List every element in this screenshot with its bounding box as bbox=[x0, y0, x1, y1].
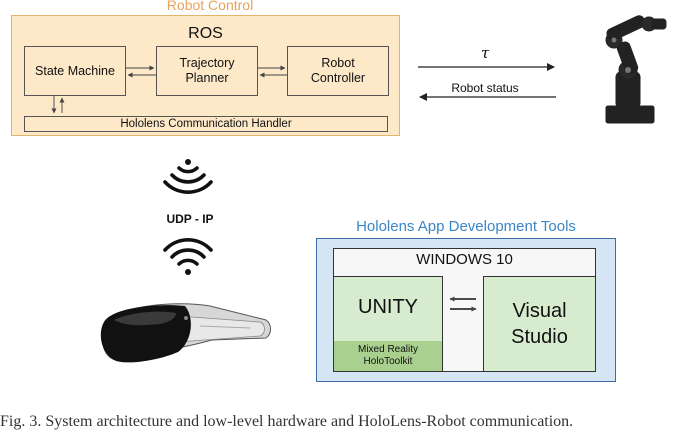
tau-label: τ bbox=[480, 44, 490, 62]
ros-title: ROS bbox=[188, 25, 223, 42]
state-machine-box: State Machine bbox=[24, 46, 126, 96]
unity-label: UNITY bbox=[358, 296, 418, 318]
trajectory-planner-box: Trajectory Planner bbox=[156, 46, 258, 96]
robot-link-arrows bbox=[418, 63, 556, 101]
dev-tools-title: Hololens App Development Tools bbox=[356, 218, 576, 235]
robot-arm-icon bbox=[605, 15, 667, 124]
robot-control-title: Robot Control bbox=[166, 0, 254, 13]
wifi-signal-icon-top bbox=[163, 159, 213, 195]
communication-handler-box: Hololens Communication Handler bbox=[24, 116, 388, 132]
unity-vs-arrows bbox=[449, 296, 477, 312]
visual-studio-box: Visual Studio bbox=[483, 276, 596, 372]
ros-internal-arrows bbox=[51, 65, 287, 114]
robot-controller-box: Robot Controller bbox=[287, 46, 389, 96]
figure-caption: Fig. 3. System architecture and low-leve… bbox=[0, 413, 574, 430]
hololens-headset-icon bbox=[100, 303, 271, 363]
robot-status-label: Robot status bbox=[451, 81, 519, 95]
mrtk-box: Mixed Reality HoloToolkit bbox=[334, 341, 442, 371]
wifi-signal-icon-bottom bbox=[163, 237, 213, 275]
windows-title: WINDOWS 10 bbox=[416, 251, 513, 268]
udp-ip-label: UDP - IP bbox=[166, 212, 214, 226]
